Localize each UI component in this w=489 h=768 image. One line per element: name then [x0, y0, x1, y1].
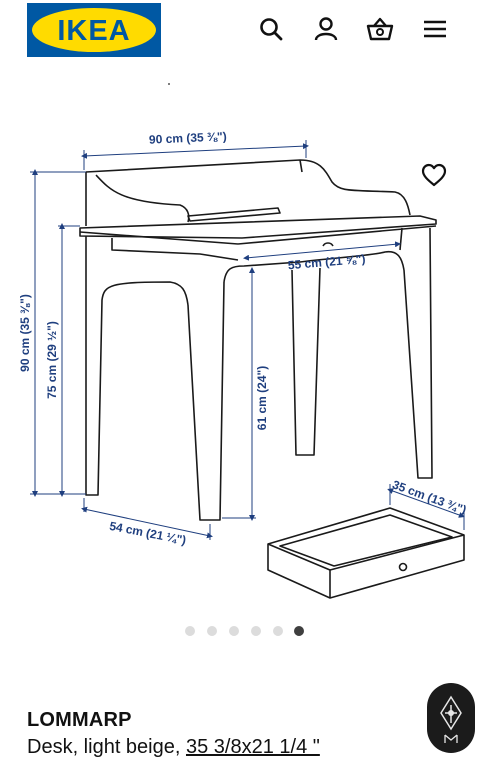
basket-icon[interactable]	[365, 14, 395, 44]
dim-drawer-width: 55 cm (21 ⅝")	[287, 252, 366, 273]
assistant-icon	[440, 695, 462, 743]
dim-drawer-depth: 35 cm (13 ¾")	[390, 477, 468, 517]
drawer-drawing	[267, 507, 465, 599]
user-icon[interactable]	[311, 14, 341, 44]
favorite-heart-icon[interactable]	[419, 160, 449, 190]
dimension-lines	[30, 140, 465, 540]
site-header: IKEA	[0, 0, 489, 62]
logo-text: IKEA	[57, 15, 130, 47]
dim-width-total: 90 cm (35 ⅜")	[149, 129, 227, 146]
dim-height-total: 90 cm (35 ⅜")	[18, 294, 32, 372]
dim-leg-clearance: 61 cm (24")	[255, 366, 269, 430]
product-name: LOMMARP	[27, 709, 132, 731]
product-image-dimensions[interactable]: 90 cm (35 ⅜") 90 cm (35 ⅜") 75 cm (29 ½"…	[0, 120, 489, 610]
product-description-text: Desk, light beige,	[27, 736, 186, 758]
product-size-link[interactable]: 35 3/8x21 1/4 "	[185, 736, 320, 758]
pagination-dot[interactable]	[207, 626, 217, 636]
pagination-dot-active[interactable]	[294, 626, 304, 636]
desk-drawing	[79, 159, 437, 521]
gallery-pagination	[0, 624, 489, 638]
shopping-assistant-button[interactable]	[427, 683, 475, 753]
stray-dot	[168, 83, 170, 85]
search-icon[interactable]	[256, 14, 286, 44]
pagination-dot[interactable]	[185, 626, 195, 636]
pagination-dot[interactable]	[251, 626, 261, 636]
menu-icon[interactable]	[420, 14, 450, 44]
ikea-logo[interactable]: IKEA	[27, 3, 161, 57]
pagination-dot[interactable]	[229, 626, 239, 636]
pagination-dot[interactable]	[273, 626, 283, 636]
dim-height-top: 75 cm (29 ½")	[45, 321, 59, 399]
product-description: Desk, light beige, 35 3/8x21 1/4 "	[27, 736, 320, 759]
